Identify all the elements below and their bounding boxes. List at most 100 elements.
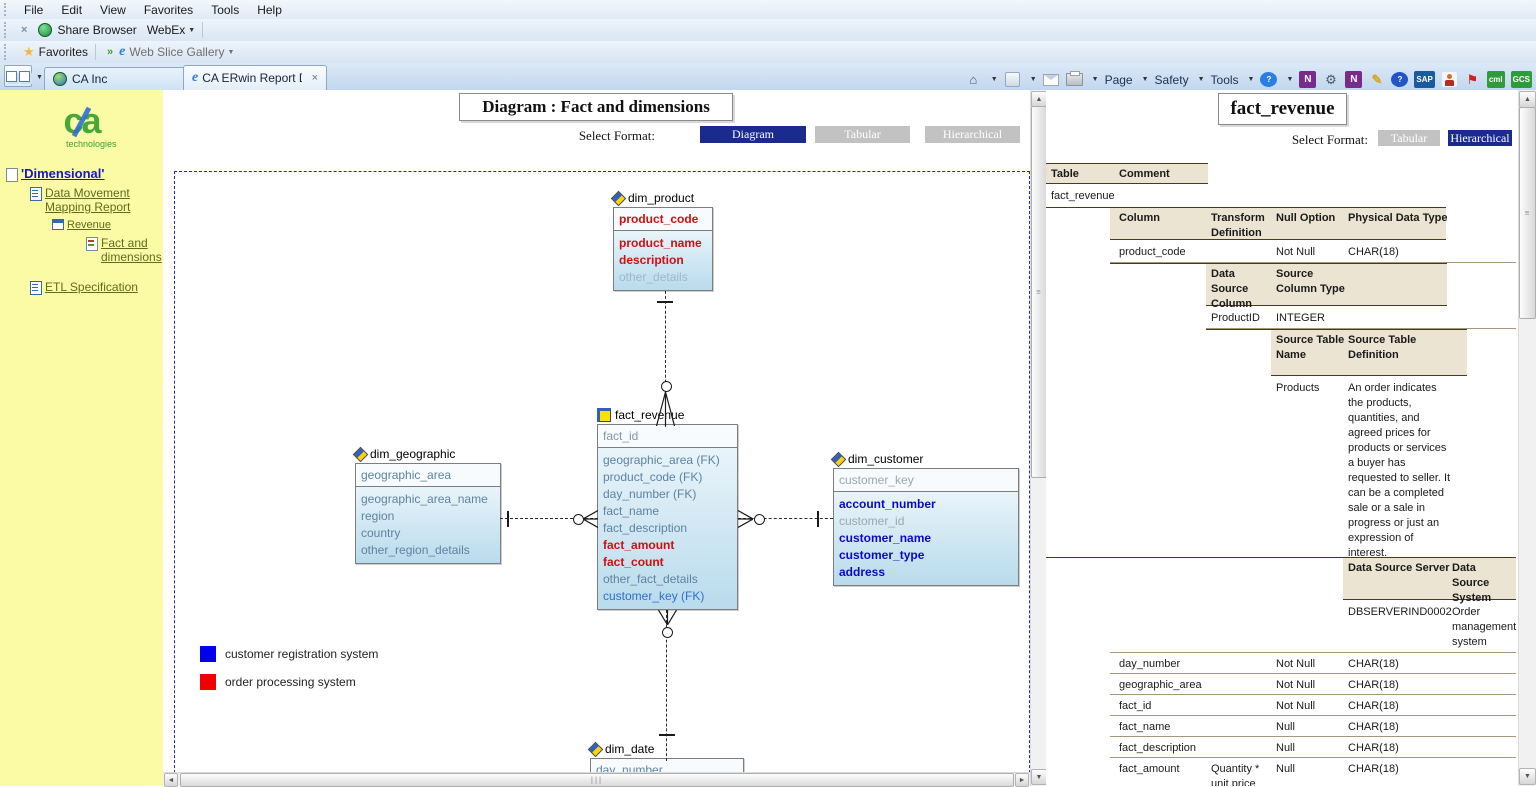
sidebar-item-etl-specification[interactable]: ETL Specification [0,280,163,295]
onenote-icon[interactable]: N [1299,71,1316,88]
scroll-up-icon[interactable]: ▲ [1031,91,1047,107]
scroll-down-icon[interactable]: ▼ [1519,768,1536,785]
report-cell: Null [1276,741,1346,756]
scroll-right-icon[interactable]: ► [1015,773,1029,787]
close-tab-icon[interactable]: × [312,72,318,84]
chevron-down-icon: ▼ [1142,76,1149,83]
report-cell: CHAR(18) [1348,741,1452,756]
sidebar-item-data-movement-mapping-report[interactable]: Data Movement Mapping Report [0,186,163,214]
report-data-row: fact_revenue [1046,185,1516,207]
menu-bar: File Edit View Favorites Tools Help [0,0,1536,20]
web-slice-gallery-button[interactable]: Web Slice Gallery [129,45,224,59]
scroll-up-icon[interactable]: ▲ [1519,91,1536,108]
chevron-down-icon: ▼ [228,49,235,56]
gear-icon[interactable]: ⚙ [1322,71,1339,88]
diagram-vertical-scrollbar[interactable]: ▲ ≡ ▼ [1030,90,1046,786]
menu-view[interactable]: View [91,2,135,18]
format-button-hierarchical[interactable]: Hierarchical [1448,130,1512,146]
entity-attribute: country [361,525,495,542]
format-button-diagram[interactable]: Diagram [700,126,806,143]
diagram-panel: Diagram : Fact and dimensions Select For… [163,90,1030,786]
scrollbar-thumb[interactable]: ≡ [1519,107,1536,319]
favorites-star-icon: ★ [23,44,35,60]
help-menu[interactable]: ? [1260,72,1277,87]
scrollbar-thumb[interactable]: ||| [180,773,1014,787]
menu-tools[interactable]: Tools [202,2,248,18]
report-cell: DBSERVERIND0002 [1348,605,1452,620]
hierarchical-report-table: TableCommentfact_revenueColumnTransform … [1046,163,1516,786]
format-button-hierarchical[interactable]: Hierarchical [925,126,1020,143]
diagram-horizontal-scrollbar[interactable]: ◄ ||| ► [163,772,1030,786]
report-cell: day_number [1119,657,1207,672]
entity-dim_product: dim_productproduct_codeproduct_namedescr… [613,191,713,291]
pin-icon[interactable]: ✎ [1368,71,1385,88]
report-cell: CHAR(18) [1348,678,1452,693]
ribbon-icon[interactable]: ⚑ [1464,71,1481,88]
scrollbar-thumb[interactable]: ≡ [1031,106,1047,478]
tools-menu[interactable]: Tools [1211,73,1239,87]
quick-tabs-button[interactable] [4,65,32,87]
entity-attribute: other_details [619,269,707,286]
report-cell: Data Source System [1452,561,1514,606]
report-data-row: fact_nameNullCHAR(18) [1046,716,1516,737]
report-cell: CHAR(18) [1348,657,1452,672]
tab-erwin-report-designer[interactable]: e CA ERwin Report Desig... × [183,65,327,90]
feeds-button[interactable] [1004,71,1021,88]
subject-area-icon [52,219,64,230]
page-menu[interactable]: Page [1105,73,1133,87]
safety-menu[interactable]: Safety [1155,73,1189,87]
report-cell: Transform Definition [1211,211,1272,241]
add-favorites-icon[interactable]: » [107,46,111,58]
entity-name: dim_product [628,191,694,205]
share-browser-button[interactable]: Share Browser [57,23,136,37]
report-cell: geographic_area [1119,678,1207,693]
ie-icon: e [192,70,198,86]
report-data-row: product_codeNot NullCHAR(18) [1046,241,1516,263]
entity-attribute: product_code (FK) [603,469,732,486]
report-vertical-scrollbar[interactable]: ▲ ≡ ▼ [1518,90,1536,786]
chevron-down-icon: ▼ [1092,76,1099,83]
report-cell: CHAR(18) [1348,699,1452,714]
report-cell: Null Option [1276,211,1346,226]
ca-technologies-logo: ca technologies [45,104,119,149]
sidebar-item-fact-and-dimensions[interactable]: Fact and dimensions [0,236,163,264]
close-toolbar-icon[interactable]: × [15,24,33,36]
entity-attribute: other_fact_details [603,571,732,588]
entity-dim_customer: dim_customercustomer_keyaccount_numbercu… [833,452,1019,586]
menu-help[interactable]: Help [248,2,291,18]
entity-attribute: product_name [619,235,707,252]
format-button-tabular[interactable]: Tabular [815,126,910,143]
onenote-send-icon[interactable]: N [1345,71,1362,88]
menu-edit[interactable]: Edit [52,2,91,18]
one-cardinality-icon [659,734,675,736]
report-header-row: TableComment [1046,163,1516,185]
report-cell: fact_name [1119,720,1207,735]
chevron-down-icon: ▼ [188,27,195,34]
home-button[interactable]: ⌂ [965,71,982,88]
entity-attribute: address [839,564,1013,581]
dimension-icon [588,741,604,757]
help-icon[interactable]: ? [1391,72,1408,87]
menu-favorites[interactable]: Favorites [135,2,202,18]
report-data-row: DBSERVERIND0002Order management system [1046,601,1516,653]
favorites-button[interactable]: Favorites [39,45,88,59]
people-icon[interactable] [1441,71,1458,88]
one-cardinality-icon [657,301,673,303]
print-button[interactable] [1066,71,1083,88]
sap-icon[interactable]: SAP [1414,71,1434,88]
report-cell: Not Null [1276,245,1346,260]
format-button-tabular[interactable]: Tabular [1378,130,1440,146]
sidebar-item-dimensional[interactable]: 'Dimensional' [0,167,163,182]
tab-ca-inc[interactable]: CA Inc [44,67,194,90]
legend-label: customer registration system [225,647,378,661]
read-mail-button[interactable] [1043,71,1060,88]
report-icon [30,281,42,295]
report-cell: Physical Data Type [1348,211,1452,226]
sidebar-item-revenue[interactable]: Revenue [0,218,163,232]
scroll-left-icon[interactable]: ◄ [164,773,178,787]
cml-icon[interactable]: cml [1487,71,1505,88]
gcs-icon[interactable]: GCS [1511,71,1532,88]
scroll-down-icon[interactable]: ▼ [1031,769,1047,785]
webex-menu[interactable]: WebEx [147,23,185,37]
menu-file[interactable]: File [15,2,52,18]
